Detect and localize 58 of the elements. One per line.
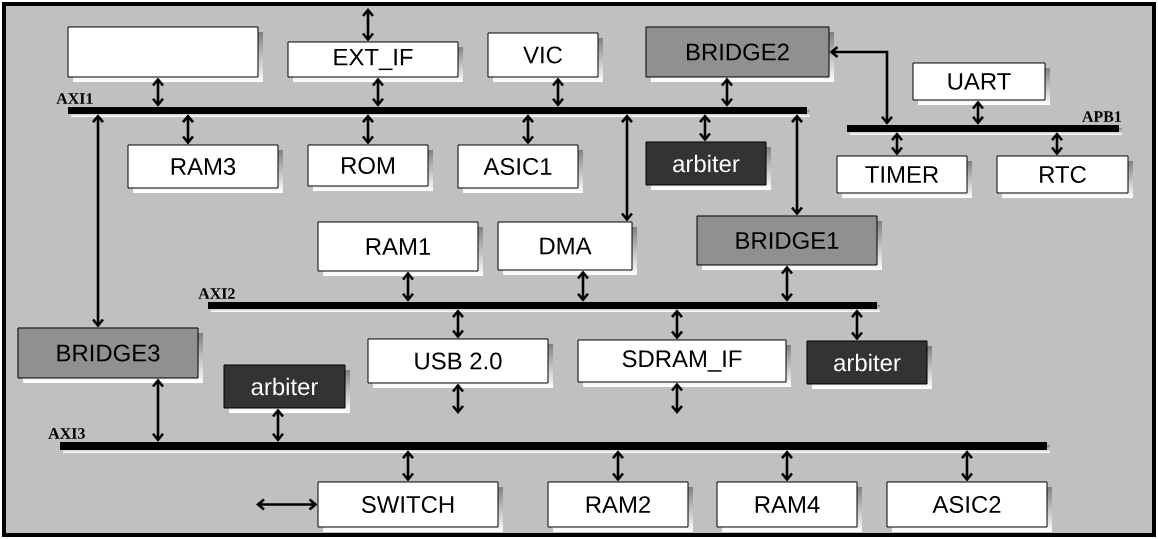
arrow <box>452 309 464 339</box>
arrow <box>721 77 733 107</box>
box <box>67 26 263 82</box>
arrow <box>781 450 793 482</box>
bus-label: AXI1 <box>56 93 93 104</box>
box: RAM1 <box>317 221 483 276</box>
arrow <box>552 77 564 107</box>
arrow <box>781 265 793 302</box>
box: RAM2 <box>547 481 693 532</box>
bridge-box: BRIDGE1 <box>696 215 882 270</box>
box: ROM <box>307 144 433 191</box>
arrow <box>182 114 194 145</box>
arrow <box>152 77 164 107</box>
arrow <box>671 382 683 414</box>
arrow <box>152 378 164 442</box>
bus-label: AXI3 <box>48 428 85 439</box>
box: RAM4 <box>716 481 862 532</box>
arrow <box>671 309 683 340</box>
box: TIMER <box>836 155 972 198</box>
box: USB 2.0 <box>367 338 553 388</box>
arrow <box>699 114 711 142</box>
arrow <box>362 114 374 145</box>
box: RAM3 <box>127 144 283 193</box>
arrow <box>891 132 903 156</box>
arrow <box>1051 132 1063 156</box>
arrow <box>402 450 414 482</box>
arrow <box>961 450 973 482</box>
arrow <box>92 114 104 328</box>
bridge-box: BRIDGE3 <box>17 327 203 383</box>
arrow <box>372 77 384 107</box>
box: SDRAM_IF <box>577 339 791 387</box>
box: DMA <box>497 221 637 275</box>
arbiter-box: arbiter <box>645 141 771 190</box>
arrow <box>256 498 318 511</box>
arrow <box>791 114 803 216</box>
box: SWITCH <box>317 481 503 532</box>
arrow <box>452 383 464 414</box>
box: UART <box>912 62 1050 105</box>
arbiter-box: arbiter <box>223 364 350 413</box>
arrow <box>972 100 984 125</box>
bridge-box: BRIDGE2 <box>645 26 834 82</box>
box: VIC <box>487 32 603 82</box>
arrow <box>402 271 414 302</box>
bus-label: APB1 <box>1082 111 1121 122</box>
arrow <box>851 309 863 341</box>
box: EXT_IF <box>287 41 463 82</box>
arrow <box>612 450 624 482</box>
arrow <box>829 46 893 125</box>
arrow <box>522 114 534 145</box>
arrow <box>362 8 374 42</box>
box: RTC <box>996 155 1133 198</box>
arrow <box>621 114 633 222</box>
box: ASIC1 <box>457 144 583 193</box>
arrow <box>272 408 284 442</box>
box: ASIC2 <box>886 481 1052 532</box>
arrow <box>577 270 589 302</box>
bus-label: AXI2 <box>198 288 235 299</box>
arbiter-box: arbiter <box>806 340 932 389</box>
